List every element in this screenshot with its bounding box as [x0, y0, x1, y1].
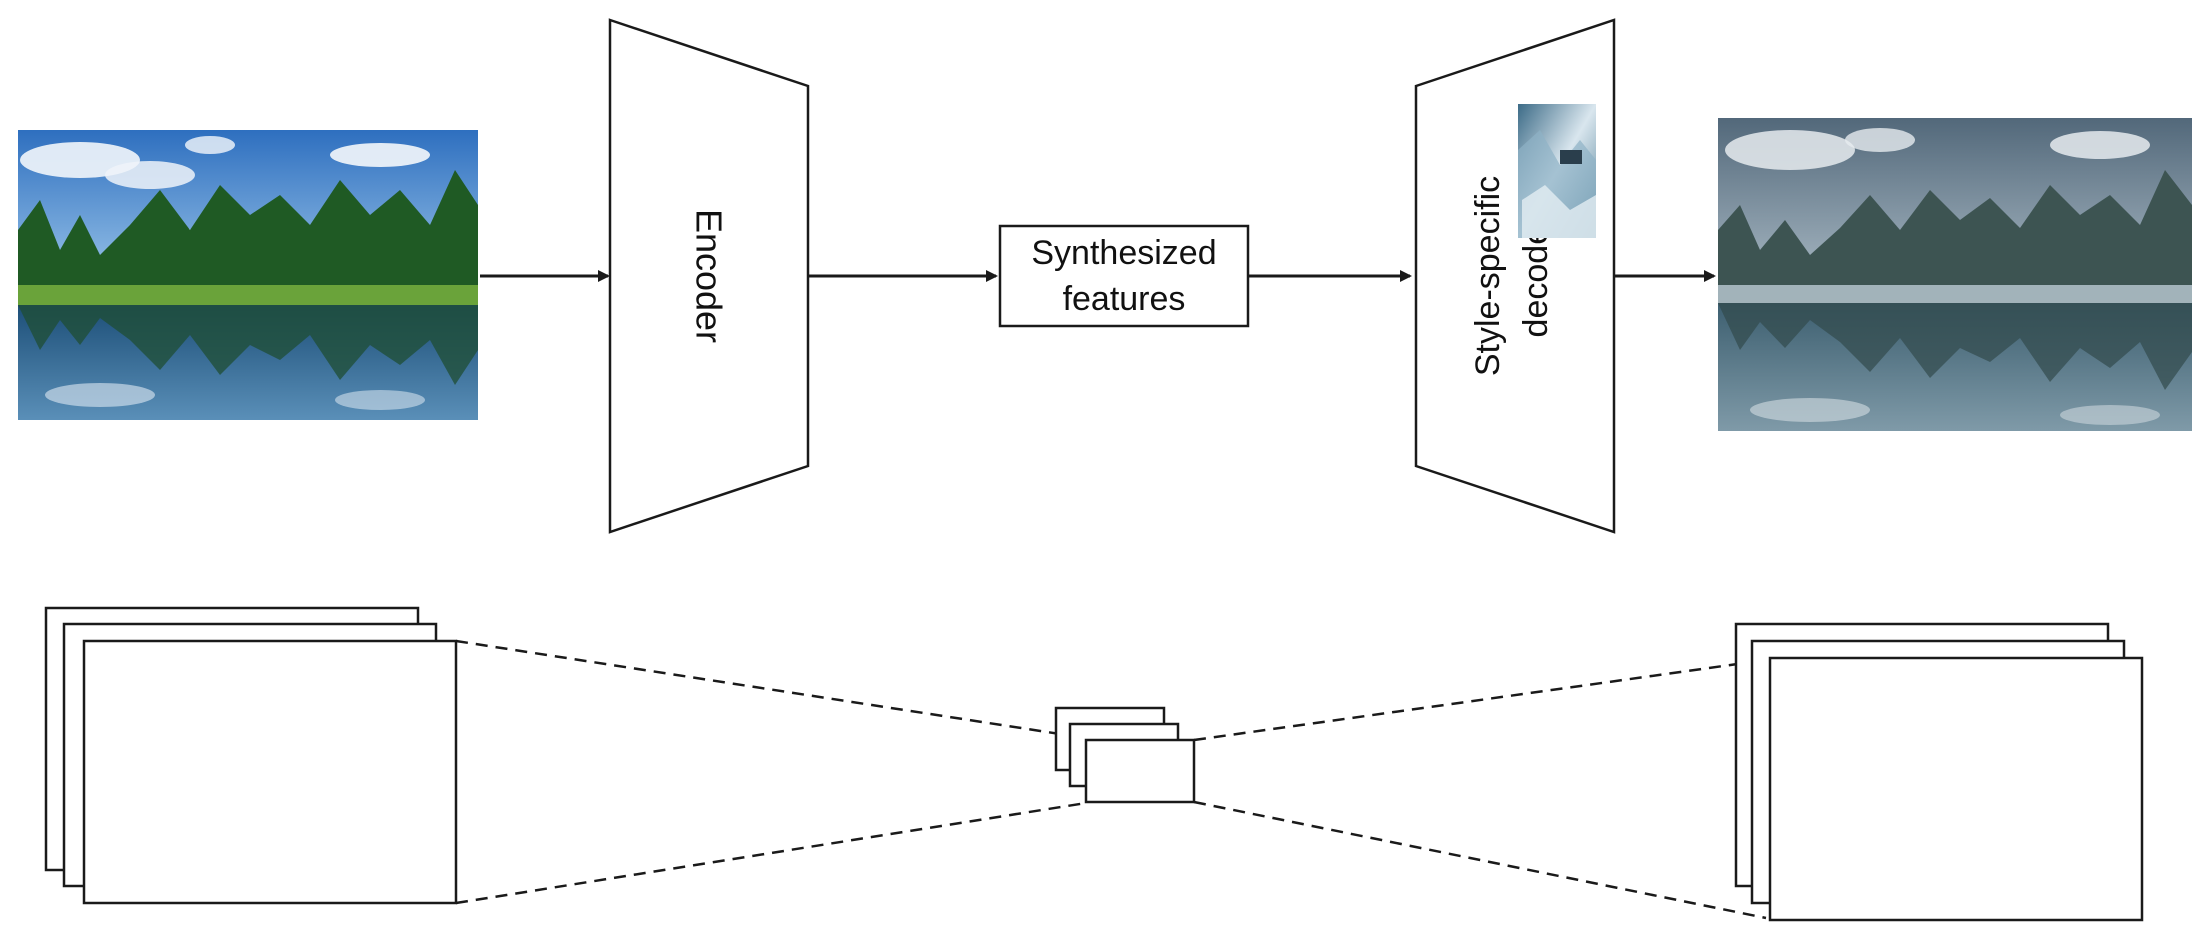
content-landscape-image [18, 130, 478, 420]
features-label-line2: features [1063, 280, 1186, 318]
encoder-block [608, 18, 810, 534]
output-stylized-image [1718, 118, 2192, 431]
style-thumbnail-image [1518, 104, 1596, 238]
projection-line-left-top [455, 639, 1087, 740]
features-label-line1: Synthesized [1031, 234, 1216, 272]
projection-line-right-bottom [1193, 800, 1767, 920]
feature-map-stack [1054, 706, 1196, 804]
decoder-block [1414, 18, 1616, 534]
projection-line-left-bottom [455, 801, 1087, 905]
encoder-label: Encoder [689, 209, 730, 343]
decoder-label-line1: Style-specific [1469, 176, 1507, 376]
synthesized-features-box [998, 224, 1250, 328]
input-image-stack [44, 606, 458, 905]
projection-line-right-top [1193, 658, 1767, 742]
output-image-stack [1734, 622, 2144, 922]
